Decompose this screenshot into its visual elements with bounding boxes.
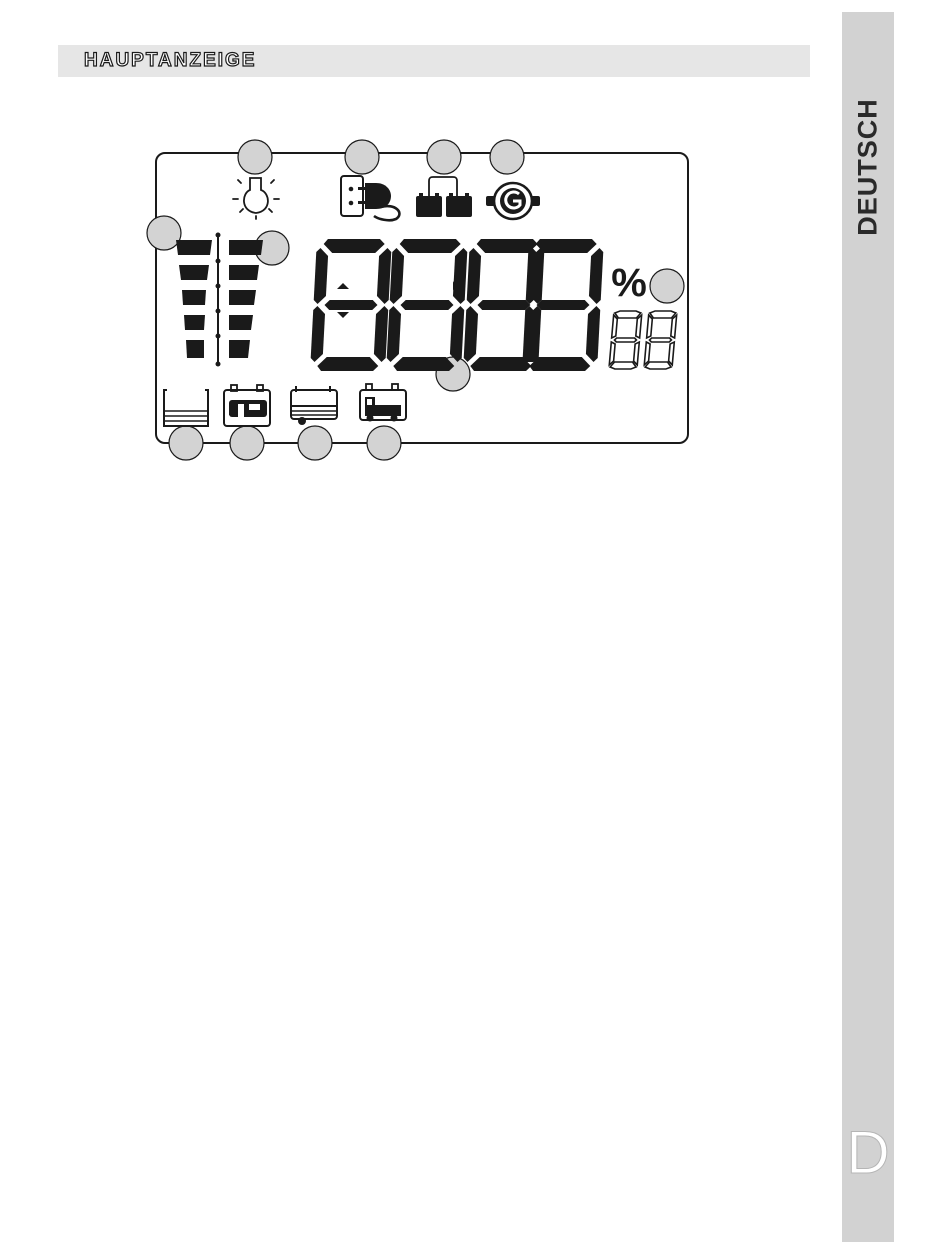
colon-lower <box>452 313 460 323</box>
callout-parallel <box>427 140 461 174</box>
callout-tank <box>169 426 203 460</box>
callout-generator <box>490 140 524 174</box>
callout-percent <box>650 269 684 303</box>
colon-upper <box>453 281 461 291</box>
percent-sign: % <box>611 261 647 305</box>
callout-shore-power <box>345 140 379 174</box>
callout-truck <box>367 426 401 460</box>
callout-trailer <box>298 426 332 460</box>
callout-lamp <box>238 140 272 174</box>
callout-level-left <box>147 216 181 250</box>
callout-caravan <box>230 426 264 460</box>
